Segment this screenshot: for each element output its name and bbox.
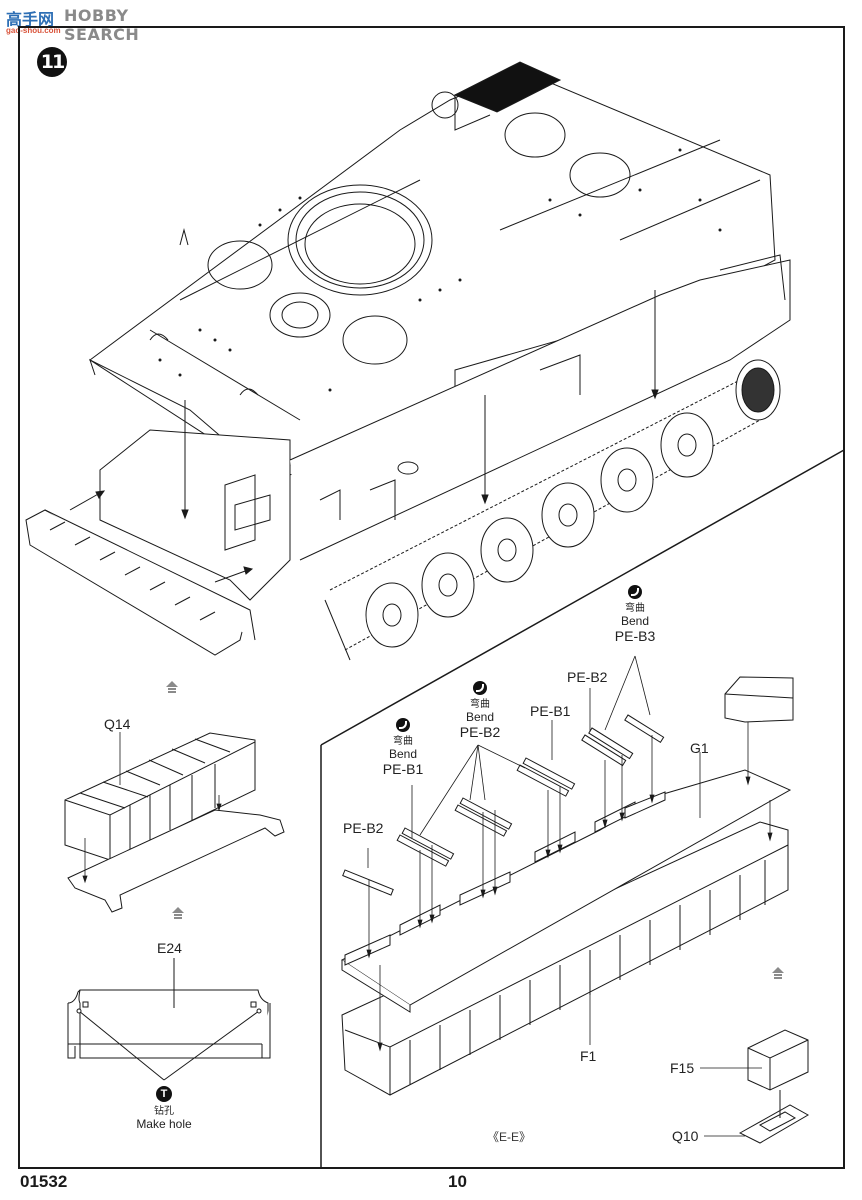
label-q14: Q14 xyxy=(104,716,131,732)
make-hole-en: Make hole xyxy=(136,1117,192,1131)
bend-cn: 弯曲 xyxy=(393,736,413,747)
watermark: 高手网 HOBBY SEARCH gao-shou.com xyxy=(4,4,164,44)
bend-note-pe-b2: 弯曲 Bend PE-B2 xyxy=(455,681,505,740)
drill-hole-icon: T xyxy=(156,1086,172,1102)
bend-icon xyxy=(396,718,410,732)
bend-en: Bend xyxy=(620,614,650,628)
label-f1: F1 xyxy=(580,1048,597,1064)
lower-hull xyxy=(99,254,791,601)
pe-strips xyxy=(342,714,665,896)
bend-cn: 弯曲 xyxy=(470,699,490,710)
hull-bolts xyxy=(158,148,722,392)
watermark-site: gao-shou.com xyxy=(6,26,61,35)
bend-en: Bend xyxy=(388,747,418,761)
make-hole-note: T 钻孔 Make hole xyxy=(128,1086,200,1131)
label-f15: F15 xyxy=(670,1060,695,1076)
part-q14-base-drawing xyxy=(67,809,285,913)
part-q14-drawing xyxy=(64,732,256,861)
part-q10-drawing xyxy=(738,1090,810,1144)
part-f1-drawing xyxy=(341,821,789,1096)
watermark-brand: HOBBY SEARCH xyxy=(64,6,140,44)
bend-en: Bend xyxy=(465,710,495,724)
view-label: 《E-E》 xyxy=(487,1130,532,1144)
step-number-badge: 11 xyxy=(37,47,67,77)
front-armor-installed xyxy=(25,509,256,656)
f15-q10-leaders xyxy=(700,1067,762,1137)
label-pe-b2-bend: PE-B2 xyxy=(459,724,501,740)
bend-icon xyxy=(628,585,642,599)
main-assembly-arrows xyxy=(69,290,659,583)
bend-note-pe-b3: 弯曲 Bend PE-B3 xyxy=(610,585,660,644)
label-pe-b1-mid: PE-B1 xyxy=(530,703,571,719)
bend-cn: 弯曲 xyxy=(625,603,645,614)
label-pe-b1-bend: PE-B1 xyxy=(382,761,424,777)
label-pe-b2-top: PE-B2 xyxy=(567,669,608,685)
label-pe-b3: PE-B3 xyxy=(614,628,656,644)
make-hole-cn: 钻孔 xyxy=(154,1106,174,1117)
watermark-logo: 高手网 xyxy=(6,12,55,29)
road-wheels xyxy=(365,359,781,648)
q14-arrows xyxy=(82,732,222,884)
kit-code: 01532 xyxy=(20,1172,68,1191)
page-number: 10 xyxy=(448,1172,467,1191)
bend-note-pe-b1: 弯曲 Bend PE-B1 xyxy=(378,718,428,777)
part-e24-drawing xyxy=(67,958,271,1081)
label-pe-b2-left: PE-B2 xyxy=(343,820,384,836)
label-g1: G1 xyxy=(690,740,709,756)
bend-icon xyxy=(473,681,487,695)
label-e24: E24 xyxy=(157,940,182,956)
front-direction-arrows xyxy=(166,681,784,979)
panel-divider-diagonal xyxy=(320,449,845,746)
label-q10: Q10 xyxy=(672,1128,699,1144)
part-f15-drawing xyxy=(747,1029,809,1091)
right-panel-leaders xyxy=(366,655,773,1052)
part-g1-block-drawing xyxy=(724,676,794,723)
page-frame xyxy=(18,26,845,1169)
